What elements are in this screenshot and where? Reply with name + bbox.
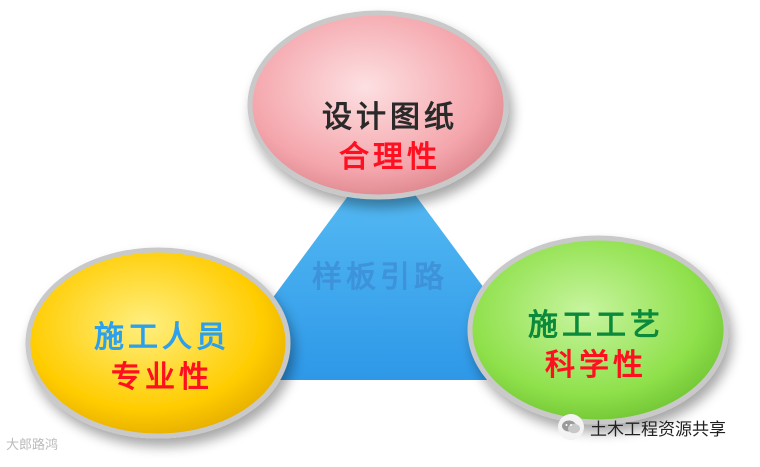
watermark-right-text: 土木工程资源共享 <box>590 419 726 440</box>
node-right-title: 施工工艺 <box>528 308 664 343</box>
wechat-icon <box>558 414 584 440</box>
node-left-ellipse <box>25 247 291 439</box>
node-right-ellipse <box>467 235 729 425</box>
node-top-ellipse <box>247 10 509 200</box>
watermark-left: 大郎路鸿 <box>6 434 58 453</box>
node-top-subtitle: 合理性 <box>339 140 441 175</box>
node-left-subtitle: 专业性 <box>111 360 213 395</box>
center-triangle <box>212 150 552 380</box>
watermark-right: 土木工程资源共享 <box>558 410 726 444</box>
node-left-title: 施工人员 <box>94 320 230 355</box>
node-right-subtitle: 科学性 <box>545 348 647 383</box>
watermark-left-text: 大郎路鸿 <box>6 438 59 453</box>
node-top-title: 设计图纸 <box>322 100 458 135</box>
center-label: 样板引路 <box>312 260 448 295</box>
